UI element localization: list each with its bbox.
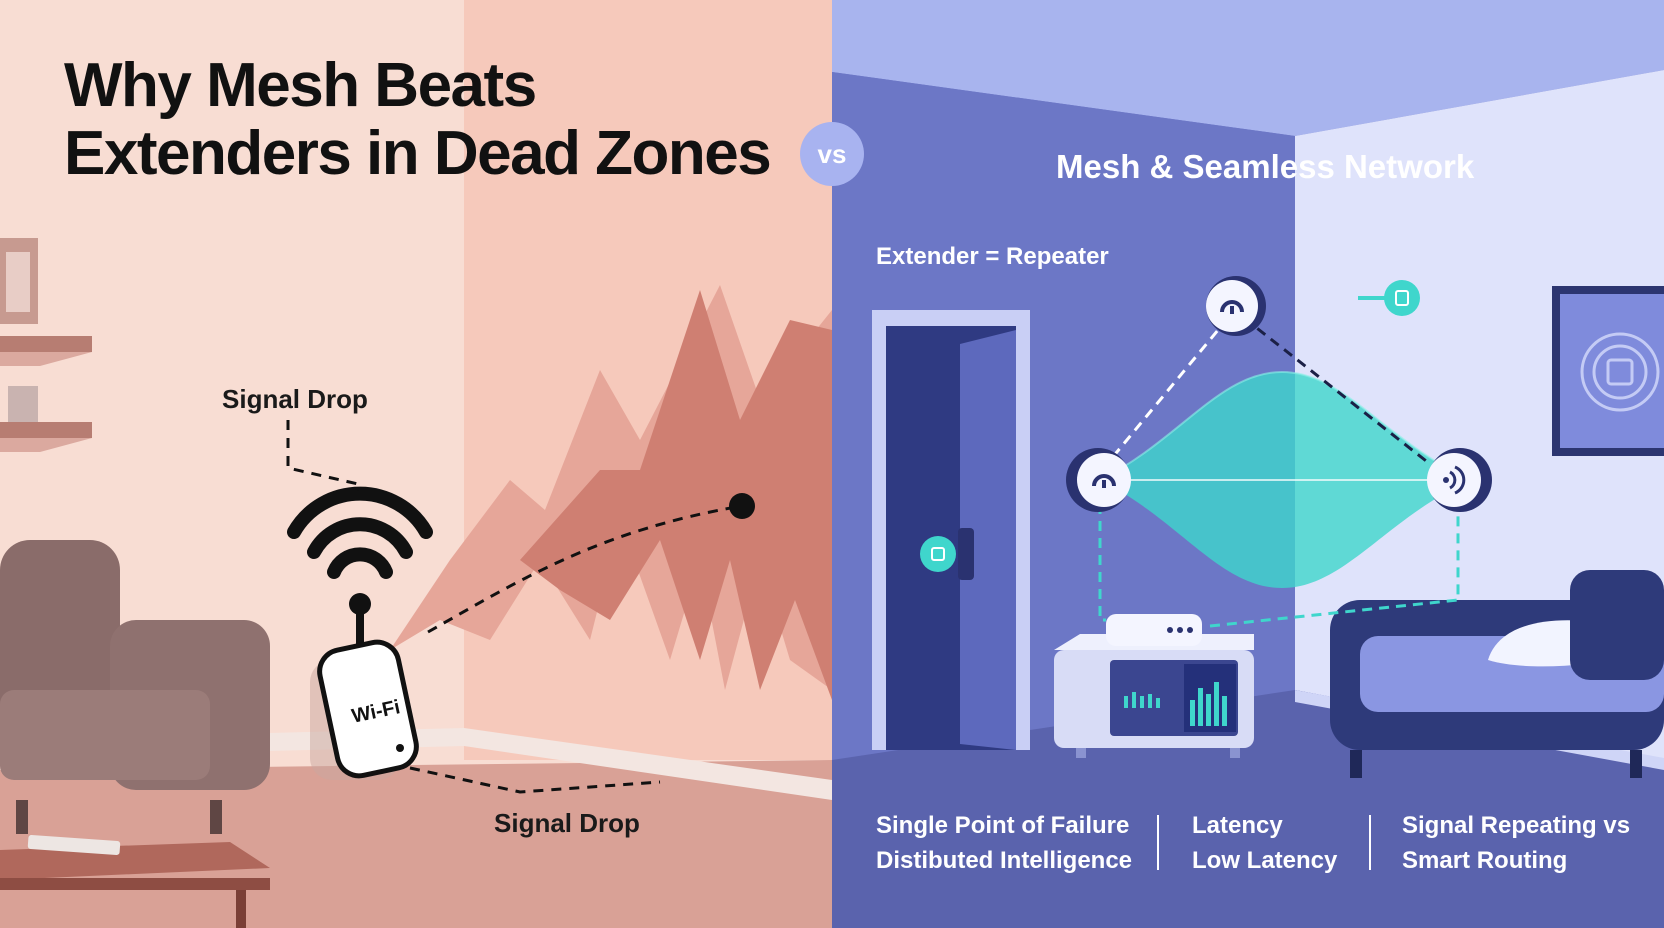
wall-shelves [0,238,92,452]
extender-label: Extender = Repeater [876,243,1109,270]
sofa [0,540,270,834]
door-sensor-icon [920,536,956,572]
mesh-heading: Mesh & Seamless Network [1056,148,1475,185]
bed [1330,570,1664,778]
feature-reliability-line-2: Distibuted Intelligence [876,847,1133,874]
mesh-node-left [1066,448,1131,512]
coffee-table [0,835,270,928]
feature-latency-line-1: Latency [1192,812,1283,839]
title-line-1: Why Mesh Beats [64,51,537,120]
signal-drop-label-top: Signal Drop [222,384,368,414]
title-line-2: Extenders in Dead Zones [64,119,772,188]
wall-tv [1552,286,1664,456]
mesh-node-top [1206,276,1266,336]
feature-reliability-line-1: Single Point of Failure [876,812,1130,839]
plug-icon [1358,280,1420,316]
feature-routing-line-2: Smart Routing [1402,847,1568,874]
signal-spikes [390,285,832,700]
vs-badge: vs [800,122,864,186]
feature-routing-line-1: Signal Repeating vs [1402,812,1631,839]
right-panel [832,0,1664,928]
mesh-links [1098,316,1460,628]
page-title: Why Mesh Beats Extenders in Dead Zones [64,51,772,188]
signal-drop-point [729,493,755,519]
feature-routing: Signal Repeating vs Smart Routing [1402,808,1630,878]
signal-drop-label-bottom: Signal Drop [494,808,640,838]
mesh-node-right [1427,448,1492,512]
feature-reliability: Single Point of Failure Distibuted Intel… [876,808,1132,878]
feature-latency: Latency Low Latency [1192,808,1337,878]
signal-drop-lines [286,420,743,794]
wifi-router: Wi-Fi [287,486,433,780]
mesh-base-router [1106,614,1202,646]
nightstand [1054,614,1254,758]
door [872,310,1030,750]
left-panel: Wi-Fi [0,0,832,928]
feature-latency-line-2: Low Latency [1192,847,1338,874]
